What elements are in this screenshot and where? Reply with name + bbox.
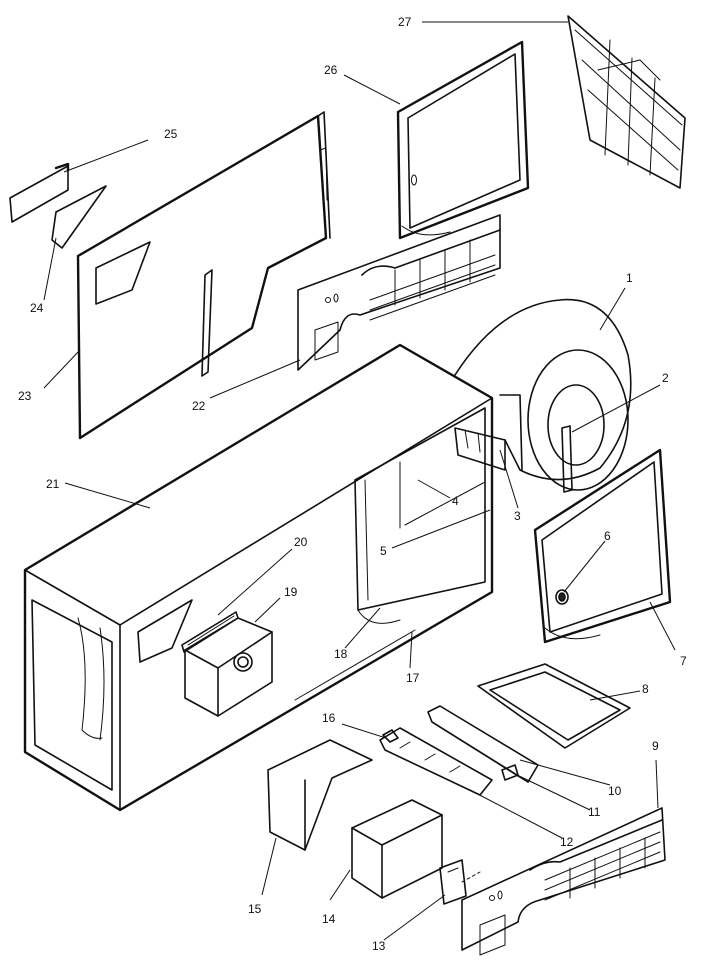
part-1-blower-housing — [454, 298, 632, 491]
callout-19: 19 — [284, 585, 298, 599]
part-22-grille-panel — [297, 214, 501, 371]
callout-16: 16 — [322, 711, 336, 725]
part-17-base-rail — [294, 629, 416, 701]
callout-13: 13 — [372, 939, 386, 953]
callout-4: 4 — [452, 494, 459, 508]
callout-6: 6 — [604, 529, 611, 543]
part-15-cover-panel — [267, 739, 373, 851]
callout-22: 22 — [192, 399, 206, 413]
callout-8: 8 — [642, 682, 649, 696]
callout-21: 21 — [46, 477, 60, 491]
leader-lines — [43, 21, 676, 941]
part-7-filter-frame — [533, 448, 672, 644]
callout-2: 2 — [662, 371, 669, 385]
part-21-main-cabinet — [23, 343, 494, 812]
callout-labels: 27 26 25 24 23 22 1 2 3 4 5 6 7 8 9 10 1… — [18, 15, 687, 953]
part-6-knob — [555, 589, 569, 605]
callout-15: 15 — [248, 902, 262, 916]
part-8-drain-tray — [477, 663, 631, 749]
callout-12: 12 — [560, 835, 574, 849]
part-12-support-rail — [379, 727, 493, 796]
part-2-blower-shaft — [561, 425, 573, 493]
callout-20: 20 — [294, 535, 308, 549]
part-26-filter-frame — [396, 40, 530, 240]
callout-10: 10 — [608, 784, 622, 798]
part-13-bracket — [439, 859, 467, 905]
part-16-clip — [382, 729, 399, 743]
callout-5: 5 — [380, 544, 387, 558]
part-27-filter-grid — [567, 15, 686, 189]
callout-17: 17 — [406, 671, 420, 685]
callout-14: 14 — [322, 912, 336, 926]
callout-1: 1 — [626, 271, 633, 285]
callout-25: 25 — [164, 127, 178, 141]
callout-11: 11 — [588, 805, 601, 819]
callout-9: 9 — [652, 739, 659, 753]
part-10-deflector — [427, 705, 539, 783]
callout-27: 27 — [398, 15, 412, 29]
part-3-blower-bracket — [454, 427, 506, 471]
callout-7: 7 — [680, 654, 687, 668]
callout-18: 18 — [334, 647, 348, 661]
part-19-control-box — [184, 617, 273, 717]
part-25-small-plate — [9, 162, 70, 223]
callout-24: 24 — [30, 301, 44, 315]
part-23-side-panel — [76, 111, 331, 440]
part-14-box — [351, 799, 443, 899]
callout-3: 3 — [514, 509, 521, 523]
part-24-small-cover — [51, 185, 107, 249]
callout-26: 26 — [324, 63, 338, 77]
callout-23: 23 — [18, 389, 32, 403]
part-9-grille-panel — [461, 807, 666, 956]
